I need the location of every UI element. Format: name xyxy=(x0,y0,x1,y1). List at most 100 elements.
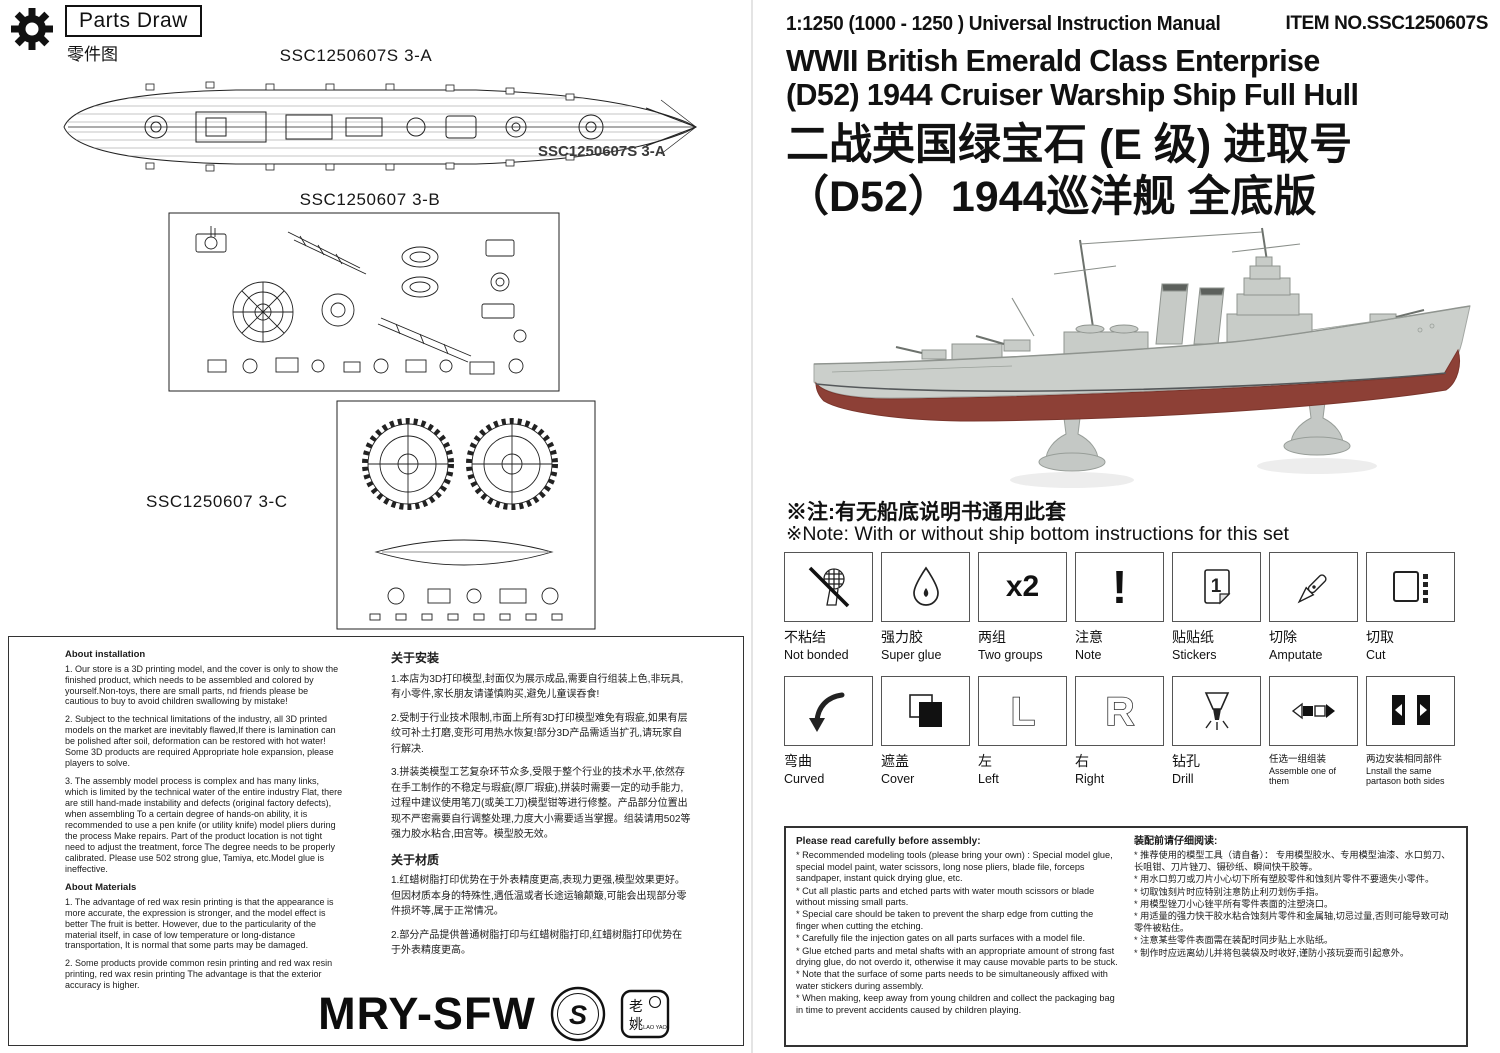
manual-header-row: 1:1250 (1000 - 1250 ) Universal Instruct… xyxy=(786,13,1488,36)
drawing-b-label: SSC1250607 3-B xyxy=(299,190,441,209)
legend-label-zh: 注意 xyxy=(1075,629,1103,645)
brand-logo-text: MRY-SFW xyxy=(318,988,536,1039)
assembly-item: * 用水口剪刀或刀片小心切下所有塑胶零件和蚀刻片零件不要遗失小零件。 xyxy=(1134,874,1435,885)
about-materials-heading: About Materials xyxy=(65,882,137,894)
legend-assemble-one: 任选一组组装 Assemble one of them xyxy=(1269,676,1358,787)
drill-icon xyxy=(1172,676,1261,746)
title-chinese-line2: （D52）1944巡洋舰 全底版 xyxy=(786,172,1317,221)
curved-arrow-icon xyxy=(784,676,873,746)
legend-stickers: 1 贴贴纸 Stickers xyxy=(1172,552,1261,662)
legend-label-en: Lnstall the same partason both sides xyxy=(1366,766,1445,787)
legend-amputate: 切除 Amputate xyxy=(1269,552,1358,662)
legend-cut: 切取 Cut xyxy=(1366,552,1455,662)
assembly-item: * 注意某些零件表面需在装配时同步贴上水贴纸。 xyxy=(1134,935,1334,946)
legend-label-en: Left xyxy=(978,772,999,786)
title-chinese-line1: 二战英国绿宝石 (E 级) 进取号 xyxy=(786,121,1353,169)
legend-two-groups: x2 两组 Two groups xyxy=(978,552,1067,662)
legend-label-zh: 钻孔 xyxy=(1172,753,1200,769)
about-installation-heading-zh: 关于安装 xyxy=(391,651,440,665)
legend-curved: 弯曲 Curved xyxy=(784,676,873,787)
note-paragraph: 2. Some products provide common resin pr… xyxy=(65,958,333,991)
both-sides-icon xyxy=(1366,676,1455,746)
legend-label-zh: 左 xyxy=(978,753,992,769)
gear-icon xyxy=(11,8,53,50)
svg-text:姚: 姚 xyxy=(629,1016,643,1032)
cut-icon xyxy=(1366,552,1455,622)
assembly-item: * Glue etched parts and metal shafts wit… xyxy=(796,945,1118,968)
legend-label-zh: 任选一组组装 xyxy=(1269,754,1327,765)
parts-draw-header: Parts Draw 零件图 xyxy=(8,5,202,65)
assembly-warning-box: Please read carefully before assembly: *… xyxy=(784,826,1468,1047)
bottom-note-english: ※Note: With or without ship bottom instr… xyxy=(786,523,1289,545)
legend-label-en: Two groups xyxy=(978,648,1043,662)
brand-circle-logo-icon: S xyxy=(550,986,606,1042)
about-materials-heading-zh: 关于材质 xyxy=(391,852,440,867)
parts-draw-subtitle: 零件图 xyxy=(67,45,118,64)
about-installation-heading: About installation xyxy=(65,649,146,660)
legend-label-zh: 右 xyxy=(1075,753,1089,769)
legend-label-zh: 两组 xyxy=(978,629,1006,645)
stickers-icon: 1 xyxy=(1172,552,1261,622)
legend-note: ! 注意 Note xyxy=(1075,552,1164,662)
parts-draw-title: Parts Draw xyxy=(65,5,202,37)
note-paragraph: 3. The assembly model process is complex… xyxy=(65,776,343,875)
legend-label-zh: 贴贴纸 xyxy=(1172,629,1214,645)
assembly-item: * Carefully file the injection gates on … xyxy=(796,933,1086,944)
parts-sheet-c-drawing xyxy=(336,400,596,630)
cover-instruction-page: 1:1250 (1000 - 1250 ) Universal Instruct… xyxy=(752,0,1500,1053)
legend-label-en: Right xyxy=(1075,772,1105,786)
assembly-item: * 推荐使用的模型工具（请自备）： 专用模型胶水、专用模型油漆、水口剪刀、长咀钳… xyxy=(1134,850,1451,872)
legend-super-glue: 强力胶 Super glue xyxy=(881,552,970,662)
legend-label-en: Cover xyxy=(881,772,915,786)
notes-english-column: About installation 1. Our store is a 3D … xyxy=(65,649,343,998)
svg-text:S: S xyxy=(569,1000,587,1030)
legend-label-en: Assemble one of them xyxy=(1269,766,1337,787)
assemble-one-icon xyxy=(1269,676,1358,746)
title-english: WWII British Emerald Class Enterprise (D… xyxy=(786,43,1359,113)
title-english-line2: (D52) 1944 Cruiser Warship Ship Full Hul… xyxy=(786,77,1359,113)
note-paragraph: 3.拼装类模型工艺复杂环节众多,受限于整个行业的技术水平,依然存在手工制作的不稳… xyxy=(391,767,691,841)
legend-left: L 左 Left xyxy=(978,676,1067,787)
title-english-line1: WWII British Emerald Class Enterprise xyxy=(786,43,1320,78)
assembly-item: * 切取蚀刻片时应特别注意防止利刃划伤手指。 xyxy=(1134,886,1324,897)
legend-label-en: Drill xyxy=(1172,772,1194,786)
not-bonded-icon xyxy=(784,552,873,622)
legend-label-en: Stickers xyxy=(1172,648,1217,662)
legend-label-zh: 切除 xyxy=(1269,629,1297,645)
legend-row-2: 弯曲 Curved 遮盖 Cover L xyxy=(784,676,1455,787)
legend-label-en: Not bonded xyxy=(784,648,849,662)
legend-row-1: 不粘结 Not bonded 强力胶 Super glue x2 两组 xyxy=(784,552,1455,662)
two-groups-icon: x2 xyxy=(978,552,1067,622)
legend-label-en: Amputate xyxy=(1269,648,1323,662)
assembly-item: * When making, keep away from young chil… xyxy=(796,993,1115,1015)
svg-text:老: 老 xyxy=(629,998,643,1014)
assembly-chinese-column: 装配前请仔细阅读: * 推荐使用的模型工具（请自备）： 专用模型胶水、专用模型油… xyxy=(1134,836,1456,1037)
assembly-item: * Note that the surface of some parts ne… xyxy=(796,969,1108,991)
legend-both-sides: 两边安装相同部件 Lnstall the same partason both … xyxy=(1366,676,1455,787)
parts-draw-page: Parts Draw 零件图 SSC1250607S 3-A xyxy=(8,5,744,1046)
legend-label-en: Note xyxy=(1075,648,1102,662)
parts-sheet-b-drawing xyxy=(168,212,560,392)
title-chinese: 二战英国绿宝石 (E 级) 进取号 （D52）1944巡洋舰 全底版 xyxy=(786,120,1352,223)
installation-notes-box: About installation 1. Our store is a 3D … xyxy=(8,636,744,1046)
bottom-note-chinese: ※注:有无船底说明书通用此套 xyxy=(786,501,1066,524)
note-paragraph: 2.受制于行业技术限制,市面上所有3D打印模型难免有瑕疵,如果有层纹可补土打磨,… xyxy=(391,712,688,755)
laoyao-stamp-icon: 老 姚 LAO YAO xyxy=(620,989,670,1039)
assembly-chinese-title: 装配前请仔细阅读: xyxy=(1134,836,1218,847)
assembly-item: * 用模型锉刀小心锉平所有零件表面的注塑浇口。 xyxy=(1134,899,1334,910)
legend-label-zh: 两边安装相同部件 xyxy=(1366,754,1443,765)
legend-label-zh: 遮盖 xyxy=(881,753,909,769)
cover-icon xyxy=(881,676,970,746)
super-glue-icon xyxy=(881,552,970,622)
left-marker-icon: L xyxy=(978,676,1067,746)
drawing-c-label: SSC1250607 3-C xyxy=(146,492,288,511)
assembly-item: * 制作时应远离幼儿并将包装袋及时收好,谨防小孩玩耍而引起意外。 xyxy=(1134,947,1410,958)
legend-label-zh: 不粘结 xyxy=(784,629,826,645)
hobby-knife-icon xyxy=(1269,552,1358,622)
assembly-item: * 用适量的强力快干胶水粘合蚀刻片零件和金属轴,切忌过量,否则可能导致可动零件被… xyxy=(1134,911,1449,933)
legend-not-bonded: 不粘结 Not bonded xyxy=(784,552,873,662)
assembly-item: * Cut all plastic parts and etched parts… xyxy=(796,885,1095,908)
legend-cover: 遮盖 Cover xyxy=(881,676,970,787)
legend-label-en: Cut xyxy=(1366,648,1386,662)
legend-label-zh: 切取 xyxy=(1366,629,1394,645)
